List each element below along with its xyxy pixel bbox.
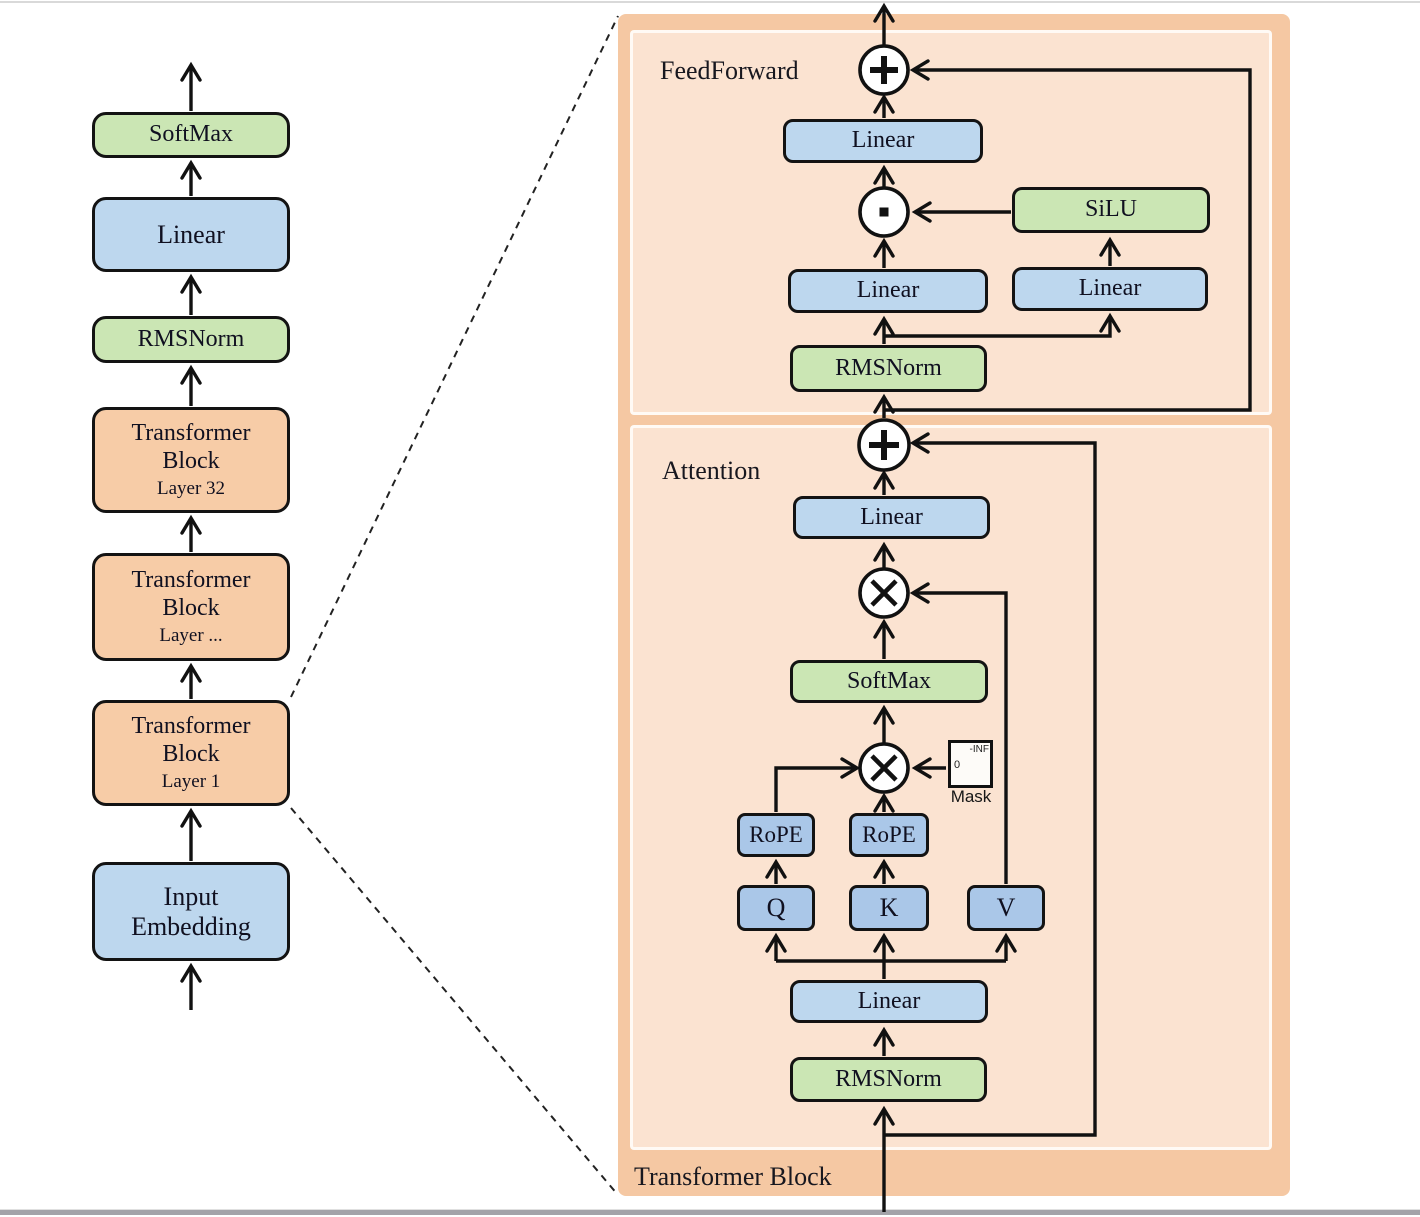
block-label: Transformer Block (131, 567, 251, 622)
block-label: RMSNorm (137, 325, 245, 352)
attn-k: K (849, 885, 929, 931)
causal-mask-icon: -INF 0 (948, 740, 993, 788)
block-label: Transformer Block (131, 713, 251, 768)
block-label: Transformer Block (131, 420, 251, 475)
ff-rmsnorm: RMSNorm (790, 345, 987, 392)
box-label: SoftMax (847, 667, 931, 694)
attn-q: Q (737, 885, 815, 931)
block-sublabel: Layer 32 (156, 477, 226, 499)
block-transformer-1: Transformer Block Layer 1 (92, 700, 290, 806)
feedforward-label: FeedForward (660, 56, 799, 85)
block-label: Linear (157, 219, 225, 249)
attn-rope-k: RoPE (849, 813, 929, 857)
block-input-embedding: Input Embedding (92, 862, 290, 961)
box-label: RoPE (862, 821, 916, 847)
block-sublabel: Layer ... (159, 624, 223, 646)
transformer-block-label: Transformer Block (634, 1162, 832, 1191)
box-label: Linear (856, 277, 920, 304)
attn-rmsnorm: RMSNorm (790, 1057, 987, 1102)
zoom-guide-lines (290, 15, 619, 1196)
mask-zero-value: 0 (954, 759, 961, 771)
ff-silu: SiLU (1012, 187, 1210, 233)
attn-softmax: SoftMax (790, 660, 988, 703)
block-linear: Linear (92, 197, 290, 272)
box-label: RoPE (749, 821, 803, 847)
box-label: Q (766, 893, 786, 923)
box-label: Linear (860, 503, 923, 530)
box-label: V (996, 893, 1016, 923)
attn-rope-q: RoPE (737, 813, 815, 857)
box-label: RMSNorm (835, 1065, 942, 1092)
ff-out-linear: Linear (783, 119, 983, 163)
attention-label: Attention (662, 456, 761, 485)
block-sublabel: Layer 1 (161, 770, 221, 792)
box-label: SiLU (1084, 196, 1137, 223)
mask-caption: Mask (950, 787, 992, 806)
block-rmsnorm: RMSNorm (92, 316, 290, 363)
attn-v: V (967, 885, 1045, 931)
block-transformer-32: Transformer Block Layer 32 (92, 407, 290, 513)
box-label: Linear (851, 127, 915, 154)
block-label: Input Embedding (131, 881, 251, 941)
block-label: SoftMax (149, 121, 233, 148)
attn-in-linear: Linear (790, 980, 988, 1023)
attn-out-linear: Linear (793, 496, 990, 539)
bottom-frame-line (0, 1209, 1420, 1215)
box-label: RMSNorm (835, 354, 942, 381)
top-frame-line (0, 1, 1420, 3)
ff-gate-linear: Linear (788, 269, 988, 313)
block-softmax: SoftMax (92, 112, 290, 158)
box-label: K (879, 893, 899, 923)
mask-neg-inf-value: -INF (969, 744, 989, 755)
block-transformer-mid: Transformer Block Layer ... (92, 553, 290, 661)
box-label: Linear (857, 987, 921, 1014)
box-label: Linear (1078, 275, 1142, 302)
ff-up-linear: Linear (1012, 267, 1208, 311)
